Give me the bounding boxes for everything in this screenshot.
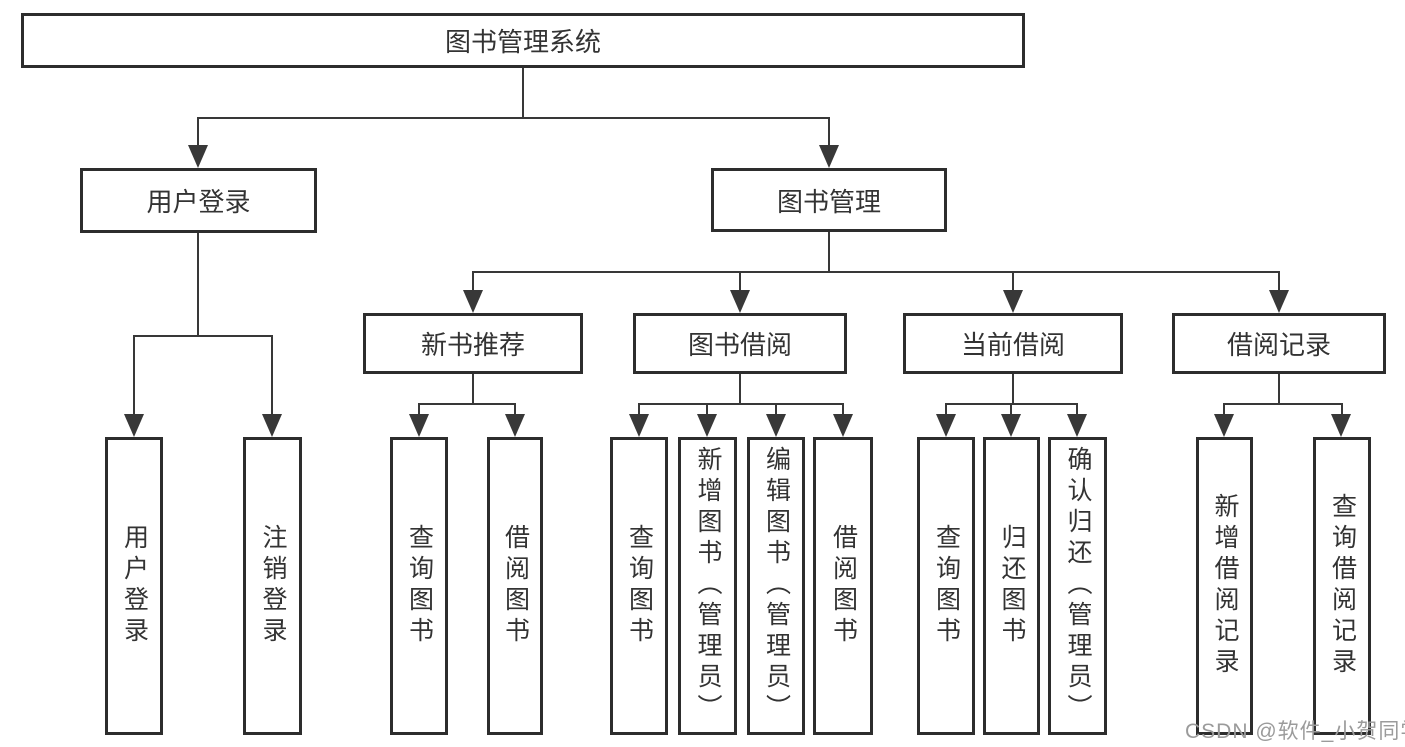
node-label: 当前借阅 xyxy=(960,330,1065,360)
arrowhead-icon xyxy=(819,145,839,168)
connector-line xyxy=(133,335,273,337)
connector-line xyxy=(706,404,708,418)
arrowhead-icon xyxy=(124,414,144,437)
connector-line xyxy=(638,403,844,405)
node-label: 查询图书 xyxy=(932,524,961,648)
arrowhead-icon xyxy=(730,290,750,313)
node-label: 编辑图书（管理员） xyxy=(762,446,791,725)
node-current-borrowing: 当前借阅 xyxy=(903,313,1123,374)
node-label: 查询图书 xyxy=(625,524,654,648)
connector-line xyxy=(1223,404,1225,418)
connector-line xyxy=(472,271,1280,273)
connector-line xyxy=(197,118,199,148)
connector-line xyxy=(1341,404,1343,418)
node-label: 图书管理 xyxy=(776,186,881,217)
connector-line xyxy=(472,272,474,293)
node-label: 借阅图书 xyxy=(829,524,858,648)
arrowhead-icon xyxy=(697,414,717,437)
node-label: 确认归还（管理员） xyxy=(1064,446,1092,725)
node-user-login: 用户登录 xyxy=(80,168,317,233)
node-library-system: 图书管理系统 xyxy=(21,13,1025,68)
node-label: 新增图书（管理员） xyxy=(694,446,722,725)
leaf-edit-books-admin: 编辑图书（管理员） xyxy=(747,437,805,735)
leaf-borrow-books-recommend: 借阅图书 xyxy=(487,437,543,735)
node-new-book-recommend: 新书推荐 xyxy=(363,313,583,374)
leaf-borrow-books: 借阅图书 xyxy=(813,437,873,735)
connector-line xyxy=(418,404,420,418)
connector-line xyxy=(1223,403,1343,405)
connector-line xyxy=(472,374,474,405)
leaf-confirm-return-admin: 确认归还（管理员） xyxy=(1048,437,1107,735)
connector-line xyxy=(739,374,741,405)
node-label: 注销登录 xyxy=(259,524,287,648)
leaf-user-login: 用户登录 xyxy=(105,437,163,735)
connector-line xyxy=(197,117,830,119)
arrowhead-icon xyxy=(1331,414,1351,437)
node-label: 图书管理系统 xyxy=(444,27,601,57)
arrowhead-icon xyxy=(766,414,786,437)
connector-line xyxy=(418,403,516,405)
arrowhead-icon xyxy=(1003,290,1023,313)
node-book-borrowing: 图书借阅 xyxy=(633,313,847,374)
node-label: 新增借阅记录 xyxy=(1211,493,1239,679)
connector-line xyxy=(638,404,640,418)
leaf-add-borrow-record: 新增借阅记录 xyxy=(1196,437,1253,735)
node-label: 用户登录 xyxy=(146,187,251,217)
node-book-management: 图书管理 xyxy=(711,168,947,232)
leaf-query-borrow-record: 查询借阅记录 xyxy=(1313,437,1371,735)
arrowhead-icon xyxy=(936,414,956,437)
node-borrow-records: 借阅记录 xyxy=(1172,313,1386,374)
connector-line xyxy=(271,336,273,417)
connector-line xyxy=(842,404,844,418)
node-label: 借阅图书 xyxy=(501,524,530,648)
arrowhead-icon xyxy=(262,414,282,437)
connector-line xyxy=(1278,272,1280,293)
leaf-logout: 注销登录 xyxy=(243,437,302,735)
connector-line xyxy=(133,336,135,417)
connector-line xyxy=(945,404,947,418)
connector-line xyxy=(1012,374,1014,405)
node-label: 归还图书 xyxy=(998,524,1026,648)
arrowhead-icon xyxy=(1067,414,1087,437)
node-label: 查询图书 xyxy=(405,524,434,648)
arrowhead-icon xyxy=(463,290,483,313)
arrowhead-icon xyxy=(833,414,853,437)
leaf-return-books: 归还图书 xyxy=(983,437,1040,735)
connector-line xyxy=(828,232,830,273)
leaf-add-books-admin: 新增图书（管理员） xyxy=(678,437,737,735)
connector-line xyxy=(1010,404,1012,418)
connector-line xyxy=(775,404,777,418)
connector-line xyxy=(828,118,830,148)
connector-line xyxy=(514,404,516,418)
node-label: 查询借阅记录 xyxy=(1328,493,1357,679)
arrowhead-icon xyxy=(409,414,429,437)
connector-line xyxy=(1278,374,1280,405)
node-label: 图书借阅 xyxy=(687,330,792,360)
leaf-query-books-current: 查询图书 xyxy=(917,437,975,735)
connector-line xyxy=(945,403,1078,405)
arrowhead-icon xyxy=(629,414,649,437)
node-label: 用户登录 xyxy=(120,524,149,648)
connector-line xyxy=(739,272,741,293)
leaf-query-books-recommend: 查询图书 xyxy=(390,437,448,735)
arrowhead-icon xyxy=(188,145,208,168)
node-label: 借阅记录 xyxy=(1226,330,1331,360)
connector-line xyxy=(522,68,524,118)
leaf-query-books-borrowing: 查询图书 xyxy=(610,437,668,735)
arrowhead-icon xyxy=(1214,414,1234,437)
connector-line xyxy=(1012,272,1014,293)
connector-line xyxy=(1076,404,1078,418)
csdn-watermark: CSDN @软件_小贺同学 xyxy=(1185,720,1405,743)
arrowhead-icon xyxy=(1001,414,1021,437)
arrowhead-icon xyxy=(1269,290,1289,313)
connector-line xyxy=(197,233,199,337)
node-label: 新书推荐 xyxy=(420,330,525,360)
arrowhead-icon xyxy=(505,414,525,437)
